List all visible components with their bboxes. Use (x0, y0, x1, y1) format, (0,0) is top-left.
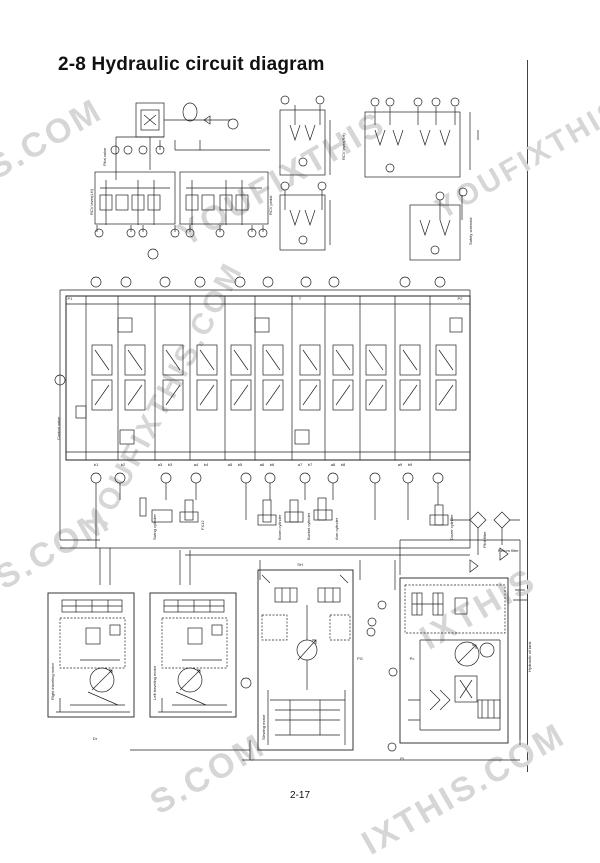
swing-motor-block (257, 569, 354, 751)
cylinders (95, 483, 449, 548)
diagram-labels: Control valve Swing cylinder FX12 Boom c… (50, 133, 532, 740)
bucket-cylinder-label: Bucket cylinder (306, 512, 311, 540)
arm-cylinder-label: Arm cylinder (334, 517, 339, 540)
right-travel-motor-block (47, 592, 135, 718)
port-label: b3 (168, 462, 173, 467)
port-label: b7 (308, 462, 313, 467)
pilot-valve-label: Pilot valve (102, 147, 107, 166)
port-label: b5 (238, 462, 243, 467)
port-label: P1 (68, 296, 74, 301)
page-title: 2-8 Hydraulic circuit diagram (58, 54, 325, 75)
port-label: b2 (121, 462, 126, 467)
left-travel-motor-block (149, 592, 237, 718)
port-circles (54, 95, 468, 752)
port-label: a6 (260, 462, 265, 467)
main-pump-block (399, 577, 509, 744)
port-label: a8 (331, 462, 336, 467)
swing-cylinder-label: Swing cylinder (152, 514, 157, 540)
rcv-lever-right-label: RCV lever(RH) (341, 133, 346, 160)
pilot-filter-label: Pilot filter (482, 531, 487, 548)
port-label: Pc (410, 656, 415, 661)
port-label: b8 (341, 462, 346, 467)
port-label: a4 (194, 462, 199, 467)
port-label: a5 (228, 462, 233, 467)
hydraulic-tank-label: Hydraulic oil tank (527, 642, 532, 672)
right-margin-rule (527, 60, 528, 772)
safety-solenoid-label: Safety solenoid (468, 218, 473, 245)
port-label: b6 (270, 462, 275, 467)
fx12-label: FX12 (200, 520, 205, 530)
filters (450, 511, 520, 573)
pilot-valve-block (94, 102, 270, 232)
return-filter-label: Return filter (498, 548, 519, 553)
port-codes: b1 b2 a3 b3 a4 b4 a5 b5 a6 b6 a7 b7 a8 b… (68, 296, 464, 761)
dozer-cylinder-label: Dozer cylinder (449, 514, 454, 540)
port-label: b4 (204, 462, 209, 467)
port-label: b1 (94, 462, 99, 467)
control-valve-block (59, 289, 471, 540)
control-valve-label: Control valve (56, 416, 61, 440)
rcv-lever-left-label: RCV lever(LH) (89, 188, 94, 215)
swing-motor-label: Slewing motor (261, 714, 266, 740)
port-label: SH (297, 562, 303, 567)
left-travel-motor-label: Left traveling motor (152, 665, 157, 700)
page-number: 2-17 (289, 790, 310, 801)
port-label: a3 (158, 462, 163, 467)
port-label: a9 (398, 462, 403, 467)
port-label: T (299, 296, 302, 301)
port-label: Dr (93, 736, 98, 741)
port-label: PG (357, 656, 363, 661)
boom-cylinder-label: Boom cylinder (277, 514, 282, 540)
rcv-pedal-label: RCV pedal (268, 196, 273, 215)
tank-line (513, 575, 527, 745)
port-label: P2 (458, 296, 464, 301)
rcv-lever-blocks (279, 105, 479, 261)
right-travel-motor-label: Right traveling motor (50, 662, 55, 700)
port-label: b9 (408, 462, 413, 467)
port-label: Pi (400, 756, 404, 761)
port-label: a7 (298, 462, 303, 467)
